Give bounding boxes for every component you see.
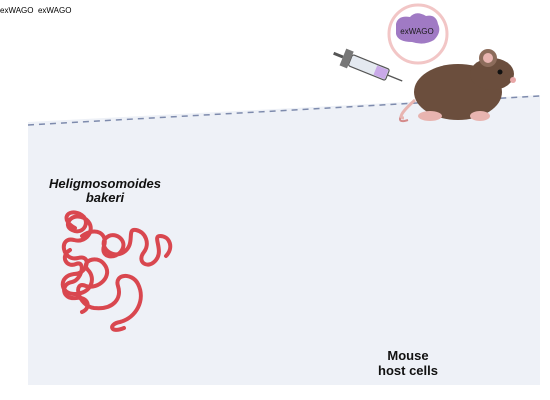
background-panel: [28, 95, 540, 385]
organism-line2: bakeri: [85, 190, 125, 205]
protein-icon: [396, 13, 440, 44]
mouse-icon: [399, 49, 516, 123]
organism-label: Heligmosomoides bakeri: [30, 177, 180, 205]
center-protein-label: exWAGO: [0, 6, 34, 15]
syringe-icon: [333, 48, 403, 82]
protein-icon-center: exWAGO: [0, 0, 38, 17]
organism-line1: Heligmosomoides: [49, 176, 161, 191]
injection-bubble: exWAGO: [387, 3, 449, 65]
panel-dashed-border: [27, 95, 541, 126]
host-label: Mouse host cells: [360, 348, 456, 378]
vesicle-protein-label: exWAGO: [37, 6, 72, 15]
vesicle-icon: exWAGO: [38, 0, 71, 17]
host-line2: host cells: [378, 363, 438, 378]
worm-icon: [60, 210, 173, 332]
bubble-protein-label: exWAGO: [400, 27, 433, 36]
host-line1: Mouse: [387, 348, 429, 363]
